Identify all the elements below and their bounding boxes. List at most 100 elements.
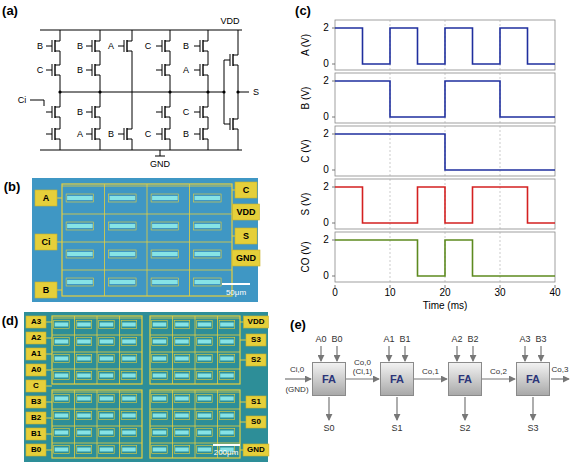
tick [332,134,335,135]
input-arrow [472,346,473,361]
pad-label: C [242,186,251,195]
transistor-symbol [126,40,127,52]
signal-label: S1 [390,424,403,433]
signal-label: B1 [398,335,411,344]
transistor-symbol [118,46,124,47]
transistor-channel [153,397,167,401]
tick [332,117,335,118]
transistor-symbol [52,106,53,118]
electrode [194,222,222,230]
wire [60,117,61,129]
tick-label: 2 [322,235,330,245]
plot-frame [335,20,555,70]
electrode [54,446,69,454]
transistor-channel [220,323,234,327]
signal-label: Ci,0 [289,366,305,374]
signal-label: B0 [330,335,343,344]
wire [46,434,52,435]
transistor-channel [122,357,136,361]
transistor-symbol [46,134,52,135]
scale-label: 200μm [213,449,240,457]
electrode [152,446,168,454]
transistor-symbol [200,128,201,140]
metal-line [119,316,120,384]
scale-label: 50μm [225,289,247,297]
wire [100,30,101,41]
tick-label: 0 [322,112,330,122]
contact-pad [244,316,269,328]
electrode [197,355,213,363]
transistor-channel [110,280,136,284]
electrode [121,372,137,380]
tick-label: 0 [322,218,330,228]
transistor-channel [220,340,234,344]
wire [46,386,52,387]
axis-label: A (V) [301,33,311,57]
gate-label: A [76,130,84,139]
gate-label: S [252,88,260,97]
tick [332,64,335,65]
metal-line [104,184,105,296]
junction-dot [98,90,101,93]
electrode [219,372,235,380]
transistor-channel [195,224,221,228]
transistor-channel [198,323,212,327]
electrode [219,321,235,329]
input-arrow [456,346,457,361]
transistor-symbol [127,41,132,42]
pad-label: A [42,194,51,203]
metal-line [217,390,218,458]
metal-line [147,184,148,296]
electrode [76,355,92,363]
electrode [197,321,213,329]
electrode [76,338,92,346]
electrode [99,395,115,403]
junction-dot [236,90,239,93]
wire [46,338,52,339]
tick-label: 20 [438,288,451,298]
block-label: FA [458,373,472,385]
wire [170,30,171,41]
transistor-channel [198,357,212,361]
carry-arrow [482,378,515,379]
transistor-channel [100,397,114,401]
transistor-symbol [86,70,92,71]
tick [332,223,335,224]
contact-pad [246,396,266,408]
transistor-channel [220,357,234,361]
transistor-symbol [233,119,238,120]
plot-frame [335,179,555,229]
wire [60,51,61,65]
output-arrow [396,397,397,420]
transistor-channel [152,252,178,256]
contact-pad [35,282,57,298]
cell-outline [150,390,240,458]
transistor-channel [175,340,189,344]
transistor-symbol [46,112,52,113]
pad-label: GND [235,254,257,263]
transistor-channel [100,357,114,361]
electrode [54,372,69,380]
transistor-channel [77,357,91,361]
pad-label: A0 [30,366,42,374]
transistor-symbol [162,128,163,140]
transistor-symbol [52,40,53,52]
transistor-symbol [55,139,60,140]
wire [46,450,52,451]
transistor-symbol [203,117,208,118]
contact-pad [35,234,57,250]
electrode [99,338,115,346]
transistor-symbol [230,54,231,66]
transistor-symbol [94,64,95,76]
transistor-channel [220,414,234,418]
block-label: FA [322,373,336,385]
transistor-symbol [203,51,208,52]
transistor-channel [67,280,93,284]
transistor-symbol [165,75,170,76]
transistor-channel [153,374,167,378]
transistor-channel [152,224,178,228]
axis-label: CO (V) [301,240,311,273]
transistor-symbol [194,70,200,71]
electrode [76,429,92,437]
junction-dot [168,90,171,93]
